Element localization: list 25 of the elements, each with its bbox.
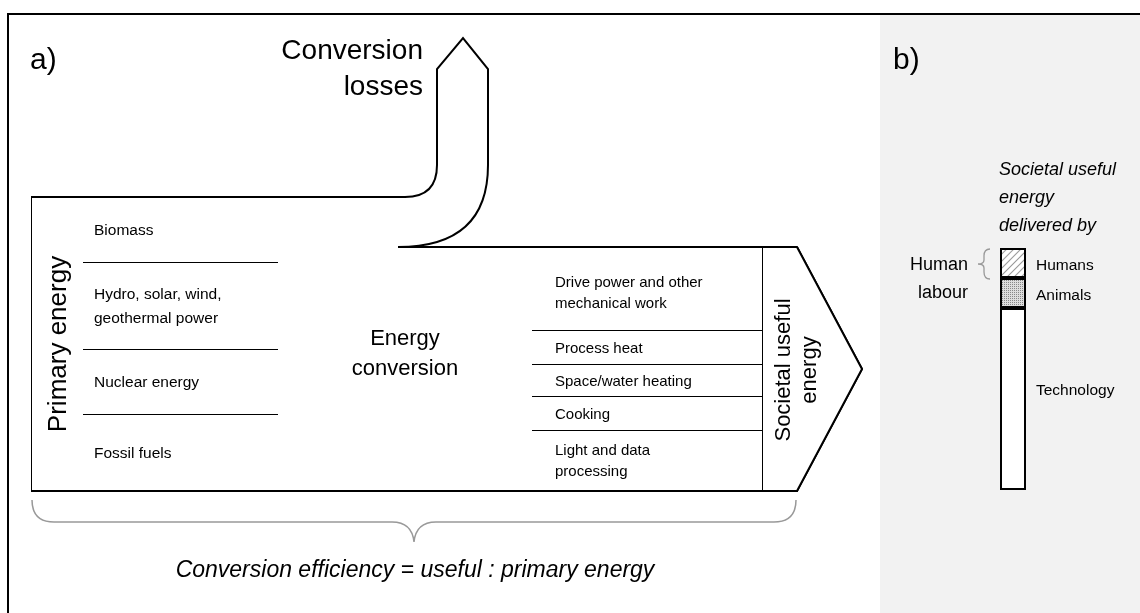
bar-segment: [1000, 278, 1026, 308]
node-text: Drive power and other mechanical work: [555, 271, 704, 313]
node-text: Process heat: [555, 338, 643, 358]
node-text: Biomass: [94, 219, 154, 240]
bar-label: Humans: [1036, 256, 1094, 273]
formula-text: Conversion efficiency = useful : primary energy: [175, 556, 655, 582]
panel-label: b): [893, 42, 920, 75]
node-text: Societal useful energy: [770, 297, 821, 442]
bar-title: Societal useful energy delivered by: [999, 159, 1117, 235]
arrowhead-band: [762, 247, 863, 492]
flow-heading: Conversion losses: [281, 34, 423, 101]
brace-label: Human labour: [909, 254, 968, 302]
node-text: Light and data processing: [555, 440, 652, 481]
bar-label: Technology: [1036, 381, 1115, 398]
node-text: Nuclear energy: [94, 372, 200, 392]
bar-segment: [1000, 308, 1026, 490]
node-text: Primary energy: [41, 255, 72, 433]
node-text: Hydro, solar, wind, geothermal power: [94, 284, 223, 328]
node-text: Fossil fuels: [94, 443, 172, 463]
panel-label: a): [30, 42, 57, 75]
node-text: Energy conversion: [350, 324, 460, 382]
bar-segment: [1000, 248, 1026, 278]
node-text: Cooking: [555, 404, 611, 424]
bar-label: Animals: [1036, 286, 1092, 303]
node-text: Space/water heating: [555, 371, 692, 391]
